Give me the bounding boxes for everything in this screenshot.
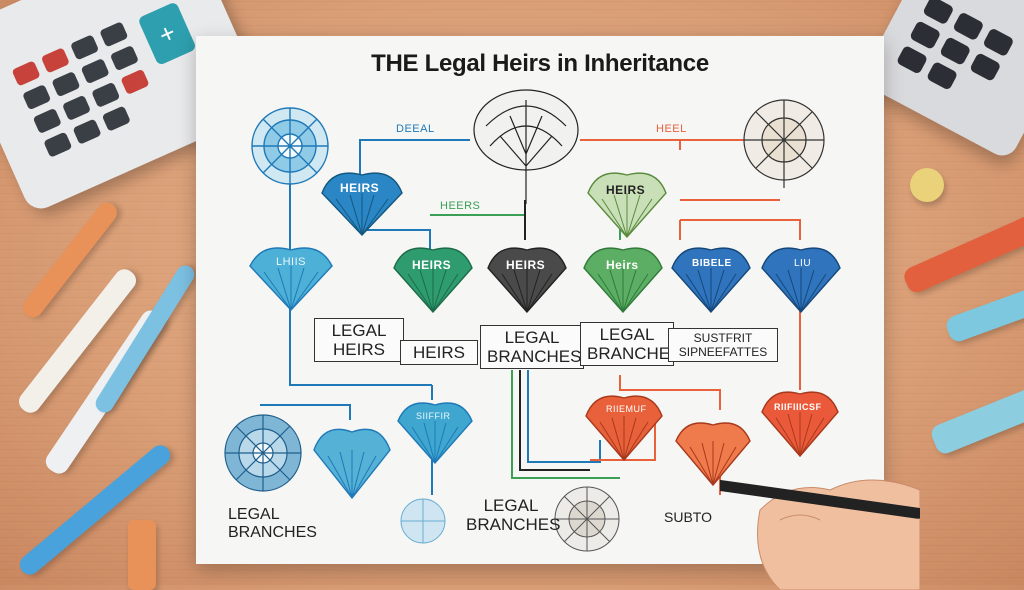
heirs-fan-node-green: HEIRS bbox=[584, 165, 670, 239]
calc-key bbox=[40, 47, 70, 74]
node-label: HEIRS bbox=[340, 181, 380, 195]
blue-fan-node-right: BIBELE bbox=[668, 240, 754, 314]
subto-label: SUBTO bbox=[664, 509, 712, 525]
calc-key bbox=[101, 105, 131, 132]
teal-fan-node-2: SIIFFIR bbox=[394, 395, 476, 465]
calc-key bbox=[91, 81, 121, 108]
node-label: HEIRS bbox=[412, 258, 452, 272]
calc-key bbox=[69, 34, 100, 61]
plus-key: + bbox=[137, 1, 197, 66]
calc-key bbox=[109, 45, 140, 72]
calc-key bbox=[72, 118, 102, 145]
node-label: LHIIS bbox=[276, 256, 307, 268]
calc-key bbox=[969, 52, 1002, 82]
tag-left: DEEAL bbox=[396, 123, 435, 135]
calc-key bbox=[61, 94, 92, 121]
calc-key bbox=[120, 68, 150, 95]
teal-fan-node bbox=[310, 420, 394, 500]
calc-key bbox=[909, 20, 942, 51]
orange-fan-node-2 bbox=[672, 415, 754, 487]
calc-key bbox=[32, 107, 62, 135]
ornate-mandala-icon bbox=[248, 104, 332, 188]
legal-branches-label-bottom: LEGAL BRANCHES bbox=[466, 496, 561, 534]
light-green-fan-node: Heirs bbox=[580, 240, 666, 314]
node-label: BIBELE bbox=[692, 258, 732, 269]
orange-crayon bbox=[128, 520, 156, 590]
hand-with-pen bbox=[720, 479, 920, 590]
subst-box: SUSTFRIT SIPNEEFATTES bbox=[668, 328, 778, 362]
node-label: HEIRS bbox=[506, 258, 546, 272]
calc-key bbox=[43, 131, 73, 158]
node-label: RIIFIIICSF bbox=[774, 402, 822, 412]
blue-fan-node: LHIIS bbox=[246, 240, 336, 312]
tag-middle: HEERS bbox=[440, 200, 481, 212]
heirs-box: HEIRS bbox=[400, 340, 478, 365]
calc-key bbox=[51, 71, 81, 98]
red-fan-node: RIIFIIICSF bbox=[758, 384, 842, 458]
grey-mandala-icon bbox=[552, 484, 622, 554]
calc-key bbox=[952, 11, 985, 42]
legal-branches-box-right: LEGAL BRANCHES bbox=[580, 322, 681, 366]
calc-key bbox=[922, 0, 955, 26]
dark-fan-node: HEIRS bbox=[484, 240, 570, 314]
calc-key bbox=[895, 44, 929, 75]
calc-key bbox=[939, 36, 972, 67]
tag-right: HEEL bbox=[656, 123, 687, 135]
blue-mandala-icon bbox=[222, 412, 304, 494]
calc-key bbox=[80, 58, 110, 85]
faint-blue-mandala-icon bbox=[398, 496, 448, 546]
calc-key bbox=[99, 21, 129, 48]
node-label: HEIRS bbox=[606, 183, 646, 197]
family-tree-icon bbox=[470, 86, 582, 204]
heirs-fan-node: HEIRS bbox=[318, 165, 406, 237]
node-label: LIU bbox=[794, 258, 812, 269]
orange-fan-node: RIIEMUF bbox=[582, 388, 666, 462]
diagram-title: THE Legal Heirs in Inheritance bbox=[371, 50, 709, 77]
node-label: RIIEMUF bbox=[606, 404, 647, 414]
tape-roll bbox=[910, 168, 944, 202]
green-fan-node: HEIRS bbox=[390, 240, 476, 314]
blue-fan-node-far-right: LIU bbox=[758, 240, 844, 314]
calc-key bbox=[982, 27, 1015, 58]
legal-heirs-box: LEGAL HEIRS bbox=[314, 318, 404, 362]
legal-branches-box-center: LEGAL BRANCHES bbox=[480, 325, 584, 369]
legal-branches-label-left: LEGAL BRANCHES bbox=[228, 506, 317, 541]
calc-key bbox=[22, 84, 52, 111]
node-label: Heirs bbox=[606, 258, 639, 272]
calc-key bbox=[11, 60, 41, 87]
ornate-tree-icon bbox=[738, 98, 830, 190]
calc-key bbox=[925, 60, 959, 91]
node-label: SIIFFIR bbox=[416, 411, 451, 421]
